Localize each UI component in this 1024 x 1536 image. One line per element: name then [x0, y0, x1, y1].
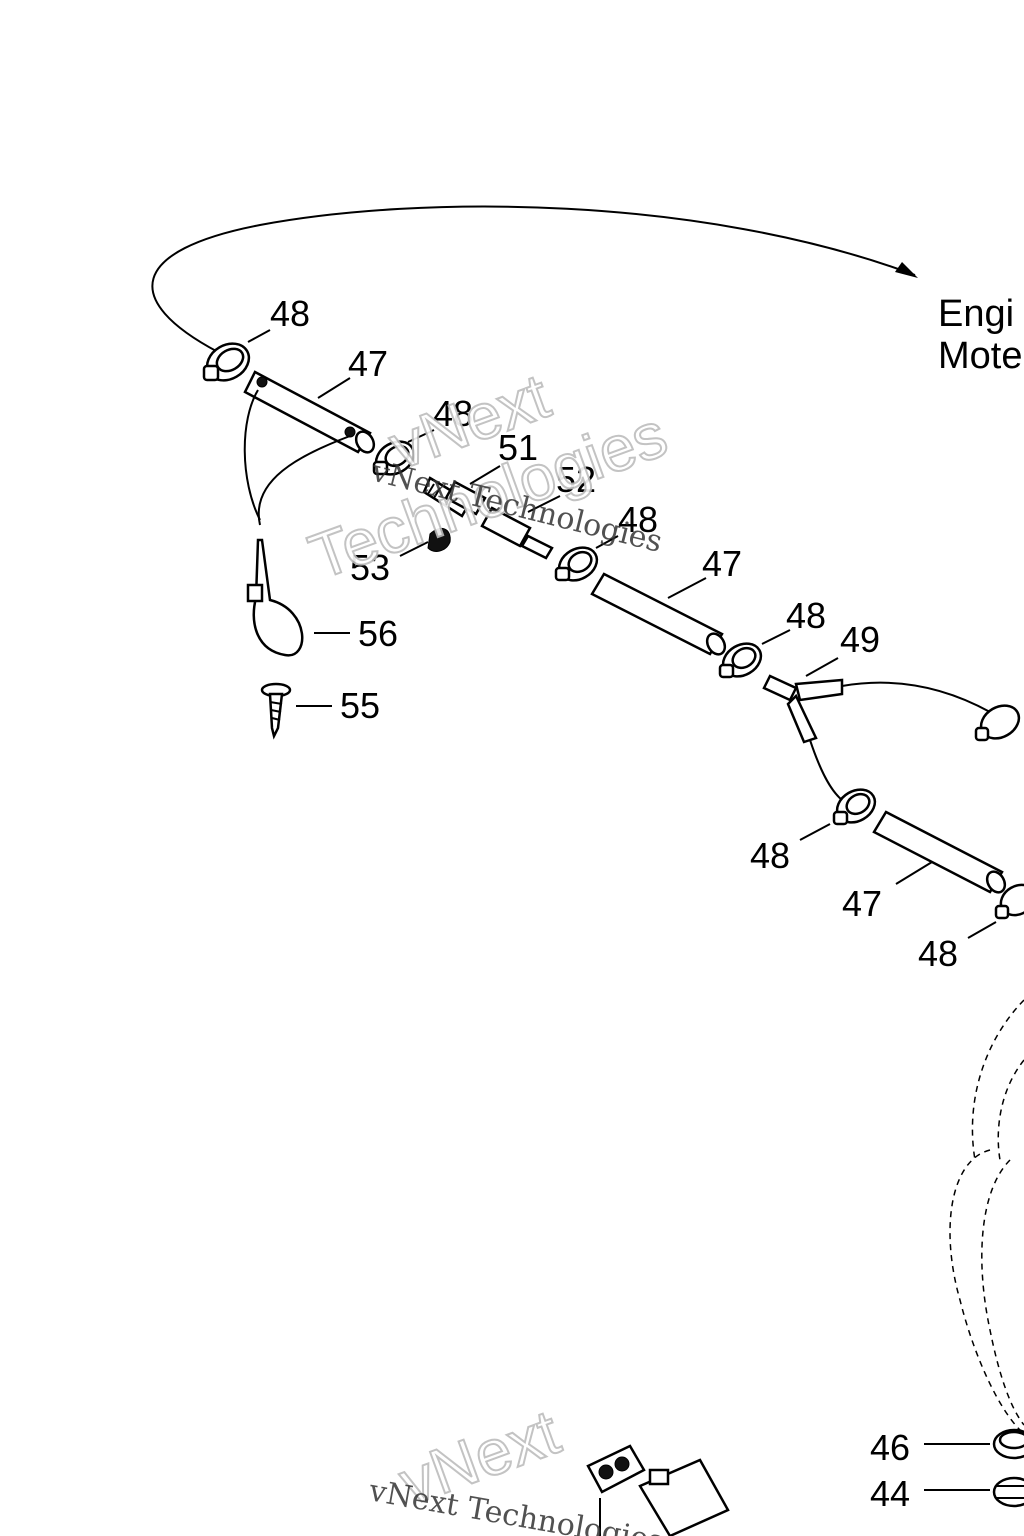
engine-label-line2: Mote — [938, 335, 1022, 377]
fitting-51 — [422, 476, 487, 518]
routing-arrow — [151, 205, 918, 353]
callout-48-third: 48 — [618, 499, 658, 540]
ring-46 — [992, 1428, 1024, 1460]
callout-46: 46 — [870, 1427, 910, 1468]
callout-51: 51 — [498, 427, 538, 468]
callout-55: 55 — [340, 685, 380, 726]
hose-clamp-48-sixth — [994, 883, 1024, 920]
cable-tie-56 — [243, 389, 351, 657]
callout-48-sixth: 48 — [918, 933, 958, 974]
hose-clamp-right-edge — [974, 704, 1021, 742]
connector-bottom — [586, 1444, 730, 1536]
callout-48-top: 48 — [270, 293, 310, 334]
fitting-52 — [480, 506, 554, 560]
callout-48-second: 48 — [433, 393, 473, 434]
hose-clamp-48-third — [554, 546, 599, 582]
hose-clamp-48-fourth — [718, 642, 763, 679]
callout-48-fourth: 48 — [786, 595, 826, 636]
hose-47-middle — [590, 572, 727, 656]
hose-clamp-48-top — [202, 342, 251, 382]
callout-47-middle: 47 — [702, 543, 742, 584]
callout-48-fifth: 48 — [750, 835, 790, 876]
engine-label-line1: Engi — [938, 293, 1014, 335]
hose-clamp-48-fifth — [832, 788, 877, 826]
screw-55 — [260, 682, 292, 740]
ring-44 — [992, 1476, 1024, 1508]
hose-47-lower — [872, 810, 1007, 894]
callout-56: 56 — [358, 613, 398, 654]
callout-47-upper: 47 — [348, 343, 388, 384]
callout-52: 52 — [556, 459, 596, 500]
callout-47-lower: 47 — [842, 883, 882, 924]
check-valve-53 — [427, 527, 451, 552]
y-fitting-49 — [762, 674, 844, 744]
hose-47-upper — [243, 370, 376, 454]
callout-49: 49 — [840, 619, 880, 660]
callout-44: 44 — [870, 1473, 910, 1514]
hose-clamp-48-second — [372, 440, 416, 476]
callout-53: 53 — [350, 547, 390, 588]
tank-outline — [949, 999, 1024, 1431]
